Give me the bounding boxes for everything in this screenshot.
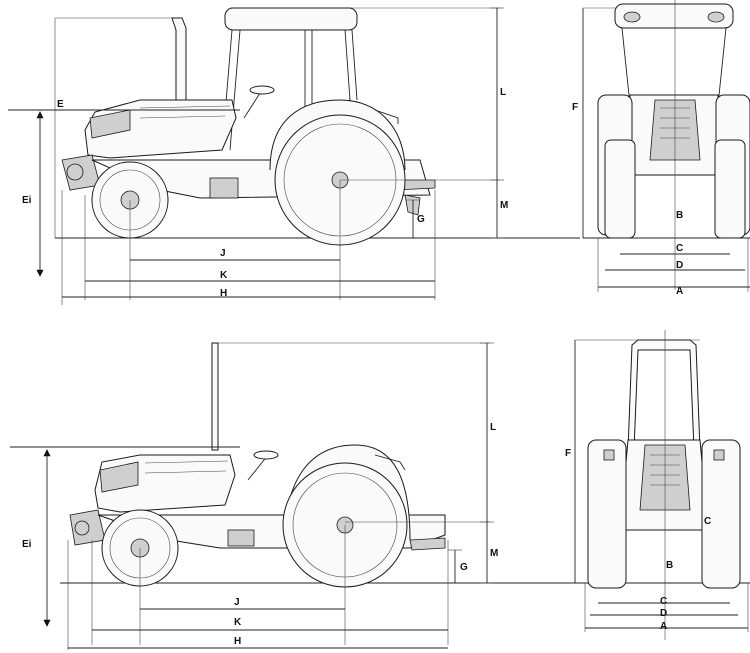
- label-c-side-bottom: C: [704, 516, 711, 527]
- label-b-top: B: [676, 210, 683, 221]
- label-j-bottom: J: [234, 597, 240, 608]
- label-ei-bottom: Ei: [22, 539, 32, 550]
- label-m-bottom: M: [490, 548, 498, 559]
- label-c-top: C: [676, 243, 683, 254]
- label-c-bottom: C: [660, 596, 667, 607]
- label-h-bottom: H: [234, 636, 241, 647]
- bottom-side-view: [10, 342, 580, 650]
- label-b-bottom: B: [666, 560, 673, 571]
- label-a-bottom: A: [660, 621, 667, 632]
- dimension-labels: E Ei L M G J K H F B C D A Ei L M G J K …: [22, 87, 711, 647]
- label-d-top: D: [676, 260, 683, 271]
- top-front-view: [582, 0, 750, 292]
- label-d-bottom: D: [660, 608, 667, 619]
- label-l-bottom: L: [490, 422, 496, 433]
- label-f-bottom: F: [565, 448, 571, 459]
- bottom-front-view: [574, 330, 750, 640]
- label-ei-top: Ei: [22, 195, 32, 206]
- label-e-top: E: [57, 99, 64, 110]
- top-side-view: [8, 7, 580, 305]
- label-h-top: H: [220, 288, 227, 299]
- label-k-top: K: [220, 270, 228, 281]
- label-a-top: A: [676, 286, 683, 297]
- label-g-top: G: [417, 214, 425, 225]
- label-f-top: F: [572, 102, 578, 113]
- label-m-top: M: [500, 200, 508, 211]
- label-j-top: J: [220, 248, 226, 259]
- label-k-bottom: K: [234, 617, 242, 628]
- label-g-bottom: G: [460, 562, 468, 573]
- label-l-top: L: [500, 87, 506, 98]
